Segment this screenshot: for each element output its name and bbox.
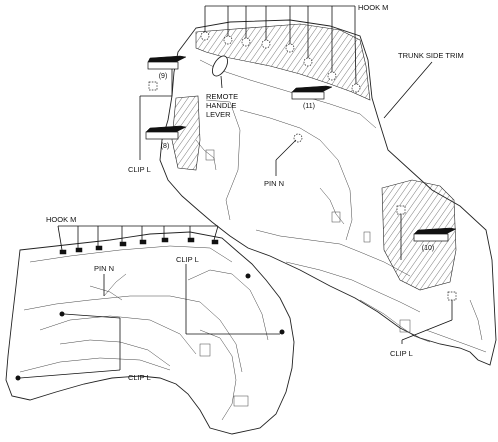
clip-l-label-lower-bottom: CLIP L — [128, 373, 151, 382]
svg-text:(11): (11) — [303, 103, 315, 110]
callout-9: (9) — [147, 55, 187, 80]
callout-8: (8) — [145, 125, 187, 150]
hook-m-marker — [200, 31, 210, 41]
hook-m-label-top: HOOK M — [358, 3, 388, 12]
svg-text:(9): (9) — [159, 73, 168, 80]
clip-l-marker — [148, 81, 158, 91]
hook-m-marker — [261, 39, 271, 49]
lower-trim-assembly — [5, 225, 295, 435]
callout-11: (11) — [291, 85, 333, 110]
hook-m-label-lower: HOOK M — [46, 215, 76, 224]
clip-l-marker — [396, 205, 406, 215]
remote-handle-lever-label-1: REMOTE — [206, 92, 238, 101]
clip-l-label-upper: CLIP L — [128, 165, 151, 174]
hook-m-marker — [285, 43, 295, 53]
hook-m-marker — [223, 35, 233, 45]
hook-m-marker — [303, 57, 313, 67]
hook-m-marker — [327, 71, 337, 81]
svg-text:(8): (8) — [161, 143, 170, 150]
hook-m-marker — [241, 37, 251, 47]
callout-10: (10) — [413, 227, 457, 252]
clip-l-label-right: CLIP L — [390, 349, 413, 358]
remote-handle-lever-label-3: LEVER — [206, 110, 231, 119]
upper-trim-assembly — [139, 5, 497, 366]
pin-n-label-lower: PIN N — [94, 264, 114, 273]
svg-text:(10): (10) — [422, 245, 434, 252]
remote-handle-lever-label-2: HANDLE — [206, 101, 236, 110]
clip-l-label-lower-mid: CLIP L — [176, 255, 199, 264]
trunk-side-trim-label: TRUNK SIDE TRIM — [398, 51, 464, 60]
hook-m-marker — [351, 83, 361, 93]
pin-n-label-upper: PIN N — [264, 179, 284, 188]
clip-l-marker — [447, 291, 457, 301]
